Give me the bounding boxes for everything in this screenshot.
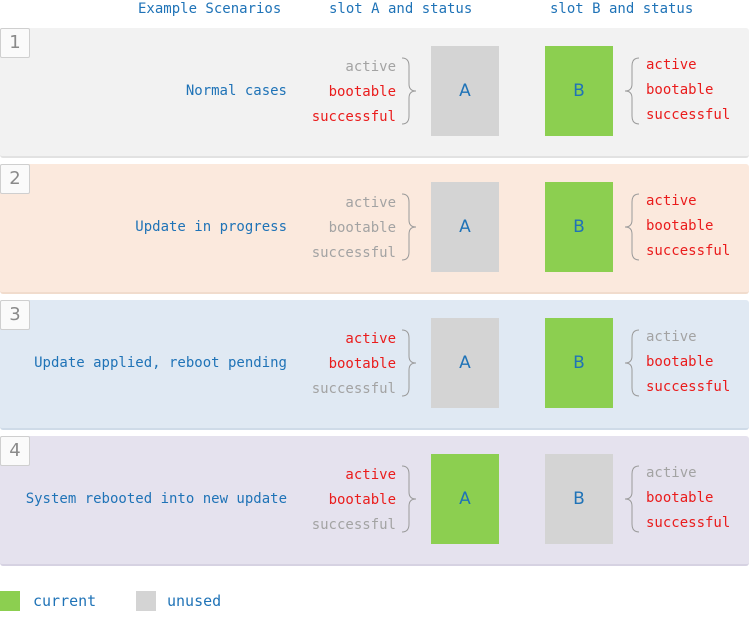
header-slot-a: slot A and status — [329, 1, 473, 17]
row-number: 3 — [0, 300, 30, 330]
slot-b-status: active bootable successful — [646, 189, 730, 264]
slot-b-bootable: bootable — [646, 354, 714, 370]
right-brace-icon — [401, 193, 417, 261]
slot-b-successful: successful — [646, 515, 731, 531]
slot-b-bootable: bootable — [646, 490, 714, 506]
slot-b-successful: successful — [646, 243, 731, 259]
slot-b-active: active — [646, 465, 697, 481]
slot-a-status: active bootable successful — [312, 327, 396, 402]
right-brace-icon — [401, 465, 417, 533]
slot-a-box: A — [431, 454, 499, 544]
left-brace-icon — [624, 57, 640, 125]
slot-a-status: active bootable successful — [312, 55, 396, 130]
legend-unused-swatch — [136, 591, 156, 611]
row-number: 2 — [0, 164, 30, 194]
slot-a-bootable: bootable — [328, 492, 396, 508]
slot-a-bootable: bootable — [328, 220, 396, 236]
legend-current-swatch — [0, 591, 20, 611]
scenario-row-2: 2 Update in progress active bootable suc… — [0, 164, 749, 294]
scenario-row-4: 4 System rebooted into new update active… — [0, 436, 749, 566]
slot-b-status: active bootable successful — [646, 461, 730, 536]
slot-a-successful: successful — [311, 381, 396, 397]
slot-b-successful: successful — [646, 379, 731, 395]
slot-b-status: active bootable successful — [646, 53, 730, 128]
slot-a-active: active — [345, 467, 396, 483]
slot-a-active: active — [345, 59, 396, 75]
right-brace-icon — [401, 57, 417, 125]
left-brace-icon — [624, 465, 640, 533]
row-number: 4 — [0, 436, 30, 466]
slot-b-box: B — [545, 182, 613, 272]
slot-a-box: A — [431, 318, 499, 408]
slot-b-box: B — [545, 46, 613, 136]
slot-a-box: A — [431, 46, 499, 136]
slot-a-status: active bootable successful — [312, 191, 396, 266]
slot-b-active: active — [646, 57, 697, 73]
slot-b-bootable: bootable — [646, 218, 714, 234]
left-brace-icon — [624, 193, 640, 261]
header-example-scenarios: Example Scenarios — [138, 1, 282, 17]
slot-a-active: active — [345, 195, 396, 211]
slot-a-successful: successful — [311, 109, 396, 125]
slot-a-status: active bootable successful — [312, 463, 396, 538]
scenario-label: Update applied, reboot pending — [34, 355, 287, 371]
row-number: 1 — [0, 28, 30, 58]
slot-b-box: B — [545, 454, 613, 544]
slot-a-successful: successful — [311, 245, 396, 261]
slot-b-status: active bootable successful — [646, 325, 730, 400]
slot-a-successful: successful — [311, 517, 396, 533]
legend-unused-label: unused — [167, 592, 222, 610]
slot-a-bootable: bootable — [328, 356, 396, 372]
slot-b-box: B — [545, 318, 613, 408]
slot-b-active: active — [646, 329, 697, 345]
left-brace-icon — [624, 329, 640, 397]
slot-a-box: A — [431, 182, 499, 272]
slot-b-bootable: bootable — [646, 82, 714, 98]
header-slot-b: slot B and status — [550, 1, 694, 17]
scenario-label: Update in progress — [135, 219, 287, 235]
right-brace-icon — [401, 329, 417, 397]
scenario-row-1: 1 Normal cases active bootable successfu… — [0, 28, 749, 158]
legend-current-label: current — [33, 592, 97, 610]
slot-a-bootable: bootable — [328, 84, 396, 100]
scenario-row-3: 3 Update applied, reboot pending active … — [0, 300, 749, 430]
slot-b-active: active — [646, 193, 697, 209]
scenario-label: System rebooted into new update — [25, 491, 287, 507]
slot-a-active: active — [345, 331, 396, 347]
slot-b-successful: successful — [646, 107, 731, 123]
scenario-label: Normal cases — [185, 83, 287, 99]
